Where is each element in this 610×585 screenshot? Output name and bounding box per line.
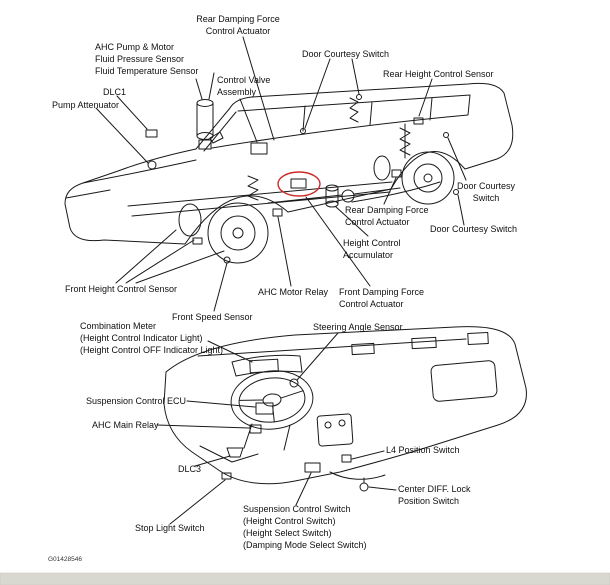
vehicle-glass-lines: [203, 94, 471, 152]
vent-1: [351, 342, 375, 356]
chassis-lines: [127, 181, 441, 217]
vent-2: [411, 336, 437, 350]
vehicle-hood-lines: [65, 131, 224, 199]
label-stop-light-switch: Stop Light Switch: [135, 523, 205, 533]
ahc-motor-relay-part: [272, 208, 283, 217]
ahc-main-relay-part: [249, 424, 262, 434]
differential: [341, 189, 355, 203]
label-suspension-control-ecu: Suspension Control ECU: [86, 396, 187, 406]
label-dlc1: DLC1: [103, 87, 127, 97]
label-door-courtesy-switch-mid: Door Courtesy Switch: [430, 224, 518, 234]
label-ahc-motor-relay: AHC Motor Relay: [258, 287, 329, 297]
vehicle-outline: [64, 82, 514, 245]
dashboard-outline: [163, 326, 527, 485]
height-control-accumulator: [325, 184, 339, 208]
instrument-binnacle: [231, 354, 303, 377]
door-courtesy-switch-4: [453, 189, 459, 195]
l4-position-switch-part: [341, 454, 352, 463]
bottom-bar: [0, 572, 610, 585]
steering-angle-sensor-part: [289, 378, 299, 388]
ahc-pump-and-motor: [196, 99, 214, 150]
far-rear-coil-spring: [349, 97, 359, 123]
label-door-courtesy-switch-top: Door Courtesy Switch: [302, 49, 390, 59]
label-suspension-control-switch: Suspension Control Switch (Height Contro…: [243, 504, 367, 550]
center-diff-lock-switch-part: [359, 477, 369, 492]
stop-light-switch-part: [221, 472, 232, 480]
label-ahc-pump-motor-sensors: AHC Pump & Motor Fluid Pressure Sensor F…: [95, 42, 199, 76]
label-dlc3: DLC3: [178, 464, 202, 474]
far-side-front-wheel: [178, 203, 202, 237]
highlight-ellipse: [277, 171, 321, 197]
rear-height-control-sensor: [413, 117, 424, 125]
front-wheel: [207, 202, 269, 264]
leader-lines-lower: [156, 332, 397, 525]
front-coil-spring: [247, 175, 259, 201]
label-front-speed-sensor: Front Speed Sensor: [172, 312, 253, 322]
door-courtesy-switch-1: [300, 128, 306, 134]
glove-box: [430, 360, 498, 402]
label-steering-angle-sensor: Steering Angle Sensor: [313, 322, 403, 332]
label-height-control-accumulator: Height Control Accumulator: [343, 238, 401, 260]
label-l4-position-switch: L4 Position Switch: [386, 445, 460, 455]
steering-column: [243, 423, 291, 451]
figure-id: G01428546: [48, 556, 82, 563]
suspension-control-switch-part: [304, 462, 321, 473]
vent-3: [467, 331, 489, 346]
console-line: [329, 471, 386, 480]
knee-panel: [199, 445, 259, 463]
label-pump-attenuator: Pump Attenuator: [52, 100, 120, 110]
label-center-diff-lock-position-switch: Center DIFF. Lock Position Switch: [398, 484, 471, 506]
label-rear-damping-force-control-actuator-top: Rear Damping Force Control Actuator: [196, 14, 280, 36]
label-rear-height-control-sensor: Rear Height Control Sensor: [383, 69, 494, 79]
stack-knob-2: [338, 419, 346, 427]
door-courtesy-switch-2: [356, 94, 362, 100]
stack-knob-1: [324, 421, 332, 429]
dashboard-top-edge: [197, 338, 467, 357]
front-height-control-sensor-part: [192, 237, 203, 245]
label-rear-damping-force-control-actuator-mid: Rear Damping Force Control Actuator: [345, 205, 429, 227]
dashboard-drawing: [156, 326, 527, 525]
dlc3-connector: [226, 447, 244, 458]
rear-damping-actuator: [391, 169, 402, 178]
label-front-damping-force-control-actuator: Front Damping Force Control Actuator: [339, 287, 425, 309]
pump-attenuator-part: [147, 160, 157, 170]
label-ahc-main-relay: AHC Main Relay: [92, 420, 159, 430]
far-side-rear-wheel: [373, 155, 391, 181]
label-combination-meter: Combination Meter (Height Control Indica…: [80, 321, 224, 355]
highlighted-component: [290, 178, 307, 189]
rear-wheel: [401, 151, 455, 205]
suspension-control-ecu-part: [255, 402, 274, 415]
dlc1-connector: [145, 129, 158, 138]
door-courtesy-switch-3: [443, 132, 449, 138]
label-control-valve-assembly: Control Valve Assembly: [217, 75, 271, 97]
control-valve-assembly: [250, 142, 268, 155]
steering-wheel: [230, 370, 314, 430]
leader-lines-upper: [95, 36, 467, 312]
center-stack: [316, 413, 354, 447]
label-door-courtesy-switch-right: Door Courtesy Switch: [456, 181, 516, 203]
label-front-height-control-sensor: Front Height Control Sensor: [65, 284, 178, 294]
vehicle-body-drawing: [64, 36, 514, 312]
